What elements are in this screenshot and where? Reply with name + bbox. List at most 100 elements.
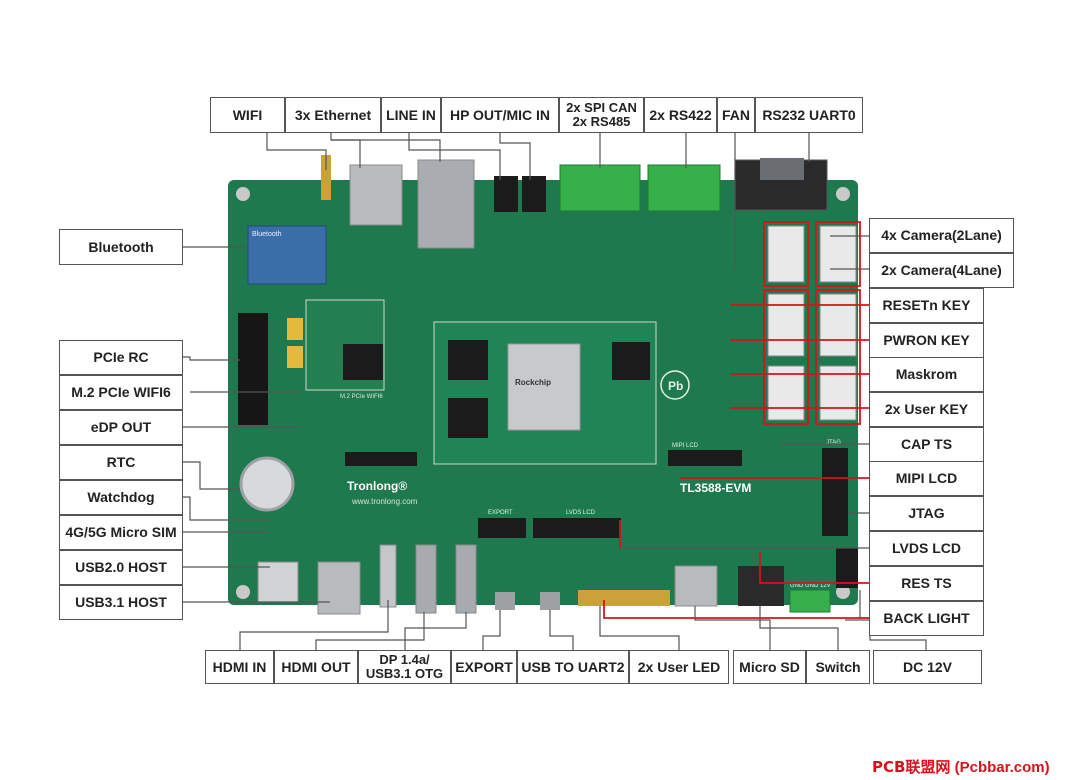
label-hdmi-out-text: HDMI OUT bbox=[281, 658, 351, 675]
label-usb2-host-text: USB2.0 HOST bbox=[75, 559, 167, 576]
label-hp-out: HP OUT/MIC IN bbox=[441, 97, 559, 133]
ram-chip bbox=[448, 398, 488, 438]
label-edp-out: eDP OUT bbox=[59, 410, 183, 445]
bluetooth-module bbox=[247, 225, 327, 285]
soc-label: Rockchip bbox=[515, 378, 551, 387]
power-switch bbox=[738, 566, 784, 606]
label-back-light: BACK LIGHT bbox=[869, 601, 984, 636]
mipi-lcd-connector bbox=[668, 450, 742, 466]
label-lvds-lcd-text: LVDS LCD bbox=[892, 540, 961, 557]
export-connector bbox=[495, 592, 515, 610]
camera-connector bbox=[767, 293, 805, 357]
label-switch-text: Switch bbox=[815, 658, 861, 675]
label-pwron-key-text: PWRON KEY bbox=[883, 332, 970, 349]
capacitor bbox=[287, 318, 303, 340]
lvds-header bbox=[533, 518, 621, 538]
dc-jack bbox=[836, 548, 858, 588]
label-reset-key-text: RESETn KEY bbox=[882, 297, 971, 314]
pb-logo-text: Pb bbox=[668, 379, 683, 393]
mounting-hole bbox=[836, 187, 850, 201]
model-text: TL3588-EVM bbox=[680, 481, 751, 495]
label-wifi: WIFI bbox=[210, 97, 285, 133]
label-line-in: LINE IN bbox=[381, 97, 441, 133]
label-watchdog-text: Watchdog bbox=[87, 489, 155, 506]
wifi-antenna-connector bbox=[321, 155, 331, 200]
label-user-led-text: 2x User LED bbox=[637, 658, 721, 675]
label-micro-sd: Micro SD bbox=[733, 650, 806, 684]
label-hdmi-in-text: HDMI IN bbox=[212, 658, 267, 675]
hdmi-out-connector bbox=[415, 544, 437, 614]
label-spi-can-line1: 2x SPI CAN bbox=[566, 100, 637, 116]
label-line-in-text: LINE IN bbox=[386, 106, 436, 123]
pcie-slot bbox=[238, 313, 268, 425]
label-user-key: 2x User KEY bbox=[869, 392, 984, 427]
label-maskrom: Maskrom bbox=[869, 357, 984, 392]
label-micro-sd-text: Micro SD bbox=[739, 658, 800, 675]
mounting-hole bbox=[836, 585, 850, 599]
line-in-jack bbox=[494, 176, 518, 212]
label-usb3-host: USB3.1 HOST bbox=[59, 585, 183, 620]
label-export: EXPORT bbox=[451, 650, 517, 684]
label-camera-2lane: 4x Camera(2Lane) bbox=[869, 218, 1014, 253]
label-usb2-host: USB2.0 HOST bbox=[59, 550, 183, 585]
capacitor bbox=[287, 346, 303, 368]
user-led-strip bbox=[578, 590, 670, 606]
brand-text: Tronlong® bbox=[347, 479, 407, 493]
soc-chip bbox=[507, 343, 581, 431]
label-bluetooth-text: Bluetooth bbox=[88, 238, 154, 255]
label-m2-wifi6: M.2 PCIe WIFI6 bbox=[59, 375, 183, 410]
m2-silk: M.2 PCIe WIFI6 bbox=[340, 394, 383, 400]
db9-shell bbox=[760, 158, 804, 180]
label-res-ts: RES TS bbox=[869, 566, 984, 601]
label-rs232-text: RS232 UART0 bbox=[762, 106, 856, 123]
mipi-silk: MIPI LCD bbox=[672, 443, 699, 449]
label-micro-sim-text: 4G/5G Micro SIM bbox=[65, 524, 177, 541]
label-ethernet-text: 3x Ethernet bbox=[294, 106, 372, 123]
mounting-hole bbox=[236, 585, 250, 599]
pb-logo bbox=[660, 370, 690, 400]
label-camera-4lane-text: 2x Camera(4Lane) bbox=[881, 262, 1002, 279]
board-components: Bluetooth M.2 PCIe WIFI6 Rockchip Pb MIP… bbox=[236, 155, 858, 615]
camera-connector bbox=[767, 225, 805, 283]
label-pcie-rc: PCIe RC bbox=[59, 340, 183, 375]
rs422-terminal bbox=[647, 164, 721, 212]
jtag-silk: JTAG bbox=[826, 440, 841, 446]
export-header bbox=[478, 518, 526, 538]
label-maskrom-text: Maskrom bbox=[895, 366, 958, 383]
label-res-ts-text: RES TS bbox=[901, 575, 952, 592]
mounting-hole bbox=[236, 187, 250, 201]
label-reset-key: RESETn KEY bbox=[869, 288, 984, 323]
m2-connector bbox=[343, 344, 383, 380]
label-camera-2lane-text: 4x Camera(2Lane) bbox=[881, 227, 1002, 244]
label-rs422-text: 2x RS422 bbox=[649, 106, 712, 123]
label-export-text: EXPORT bbox=[455, 658, 513, 675]
ram-chip bbox=[448, 340, 488, 380]
label-hdmi-in: HDMI IN bbox=[205, 650, 274, 684]
jtag-header bbox=[822, 448, 848, 536]
label-dp-line2: USB3.1 OTG bbox=[365, 666, 444, 681]
label-user-key-text: 2x User KEY bbox=[884, 401, 969, 418]
red-leader-lines bbox=[603, 221, 869, 619]
emmc-chip bbox=[612, 342, 650, 380]
label-camera-4lane: 2x Camera(4Lane) bbox=[869, 253, 1014, 288]
label-dp-line1: DP 1.4a/ bbox=[379, 652, 430, 668]
label-dc-12v: DC 12V bbox=[873, 650, 982, 684]
camera-connector bbox=[819, 365, 857, 421]
label-micro-sim: 4G/5G Micro SIM bbox=[59, 515, 183, 550]
label-usb3-host-text: USB3.1 HOST bbox=[75, 594, 167, 611]
ethernet-jack-1 bbox=[349, 164, 403, 226]
ethernet-jack-2 bbox=[417, 159, 475, 249]
label-edp-out-text: eDP OUT bbox=[90, 419, 152, 436]
label-wifi-text: WIFI bbox=[232, 106, 263, 123]
label-mipi-lcd: MIPI LCD bbox=[869, 461, 984, 496]
label-ethernet: 3x Ethernet bbox=[285, 97, 381, 133]
label-fan: FAN bbox=[717, 97, 755, 133]
watermark-cjk: PCB联盟网 bbox=[872, 758, 951, 776]
label-hdmi-out: HDMI OUT bbox=[274, 650, 358, 684]
label-rs232: RS232 UART0 bbox=[755, 97, 863, 133]
sim-usb2-connector bbox=[257, 561, 299, 603]
label-cap-ts: CAP TS bbox=[869, 427, 984, 462]
label-rs422: 2x RS422 bbox=[644, 97, 717, 133]
label-pcie-rc-text: PCIe RC bbox=[93, 349, 149, 366]
